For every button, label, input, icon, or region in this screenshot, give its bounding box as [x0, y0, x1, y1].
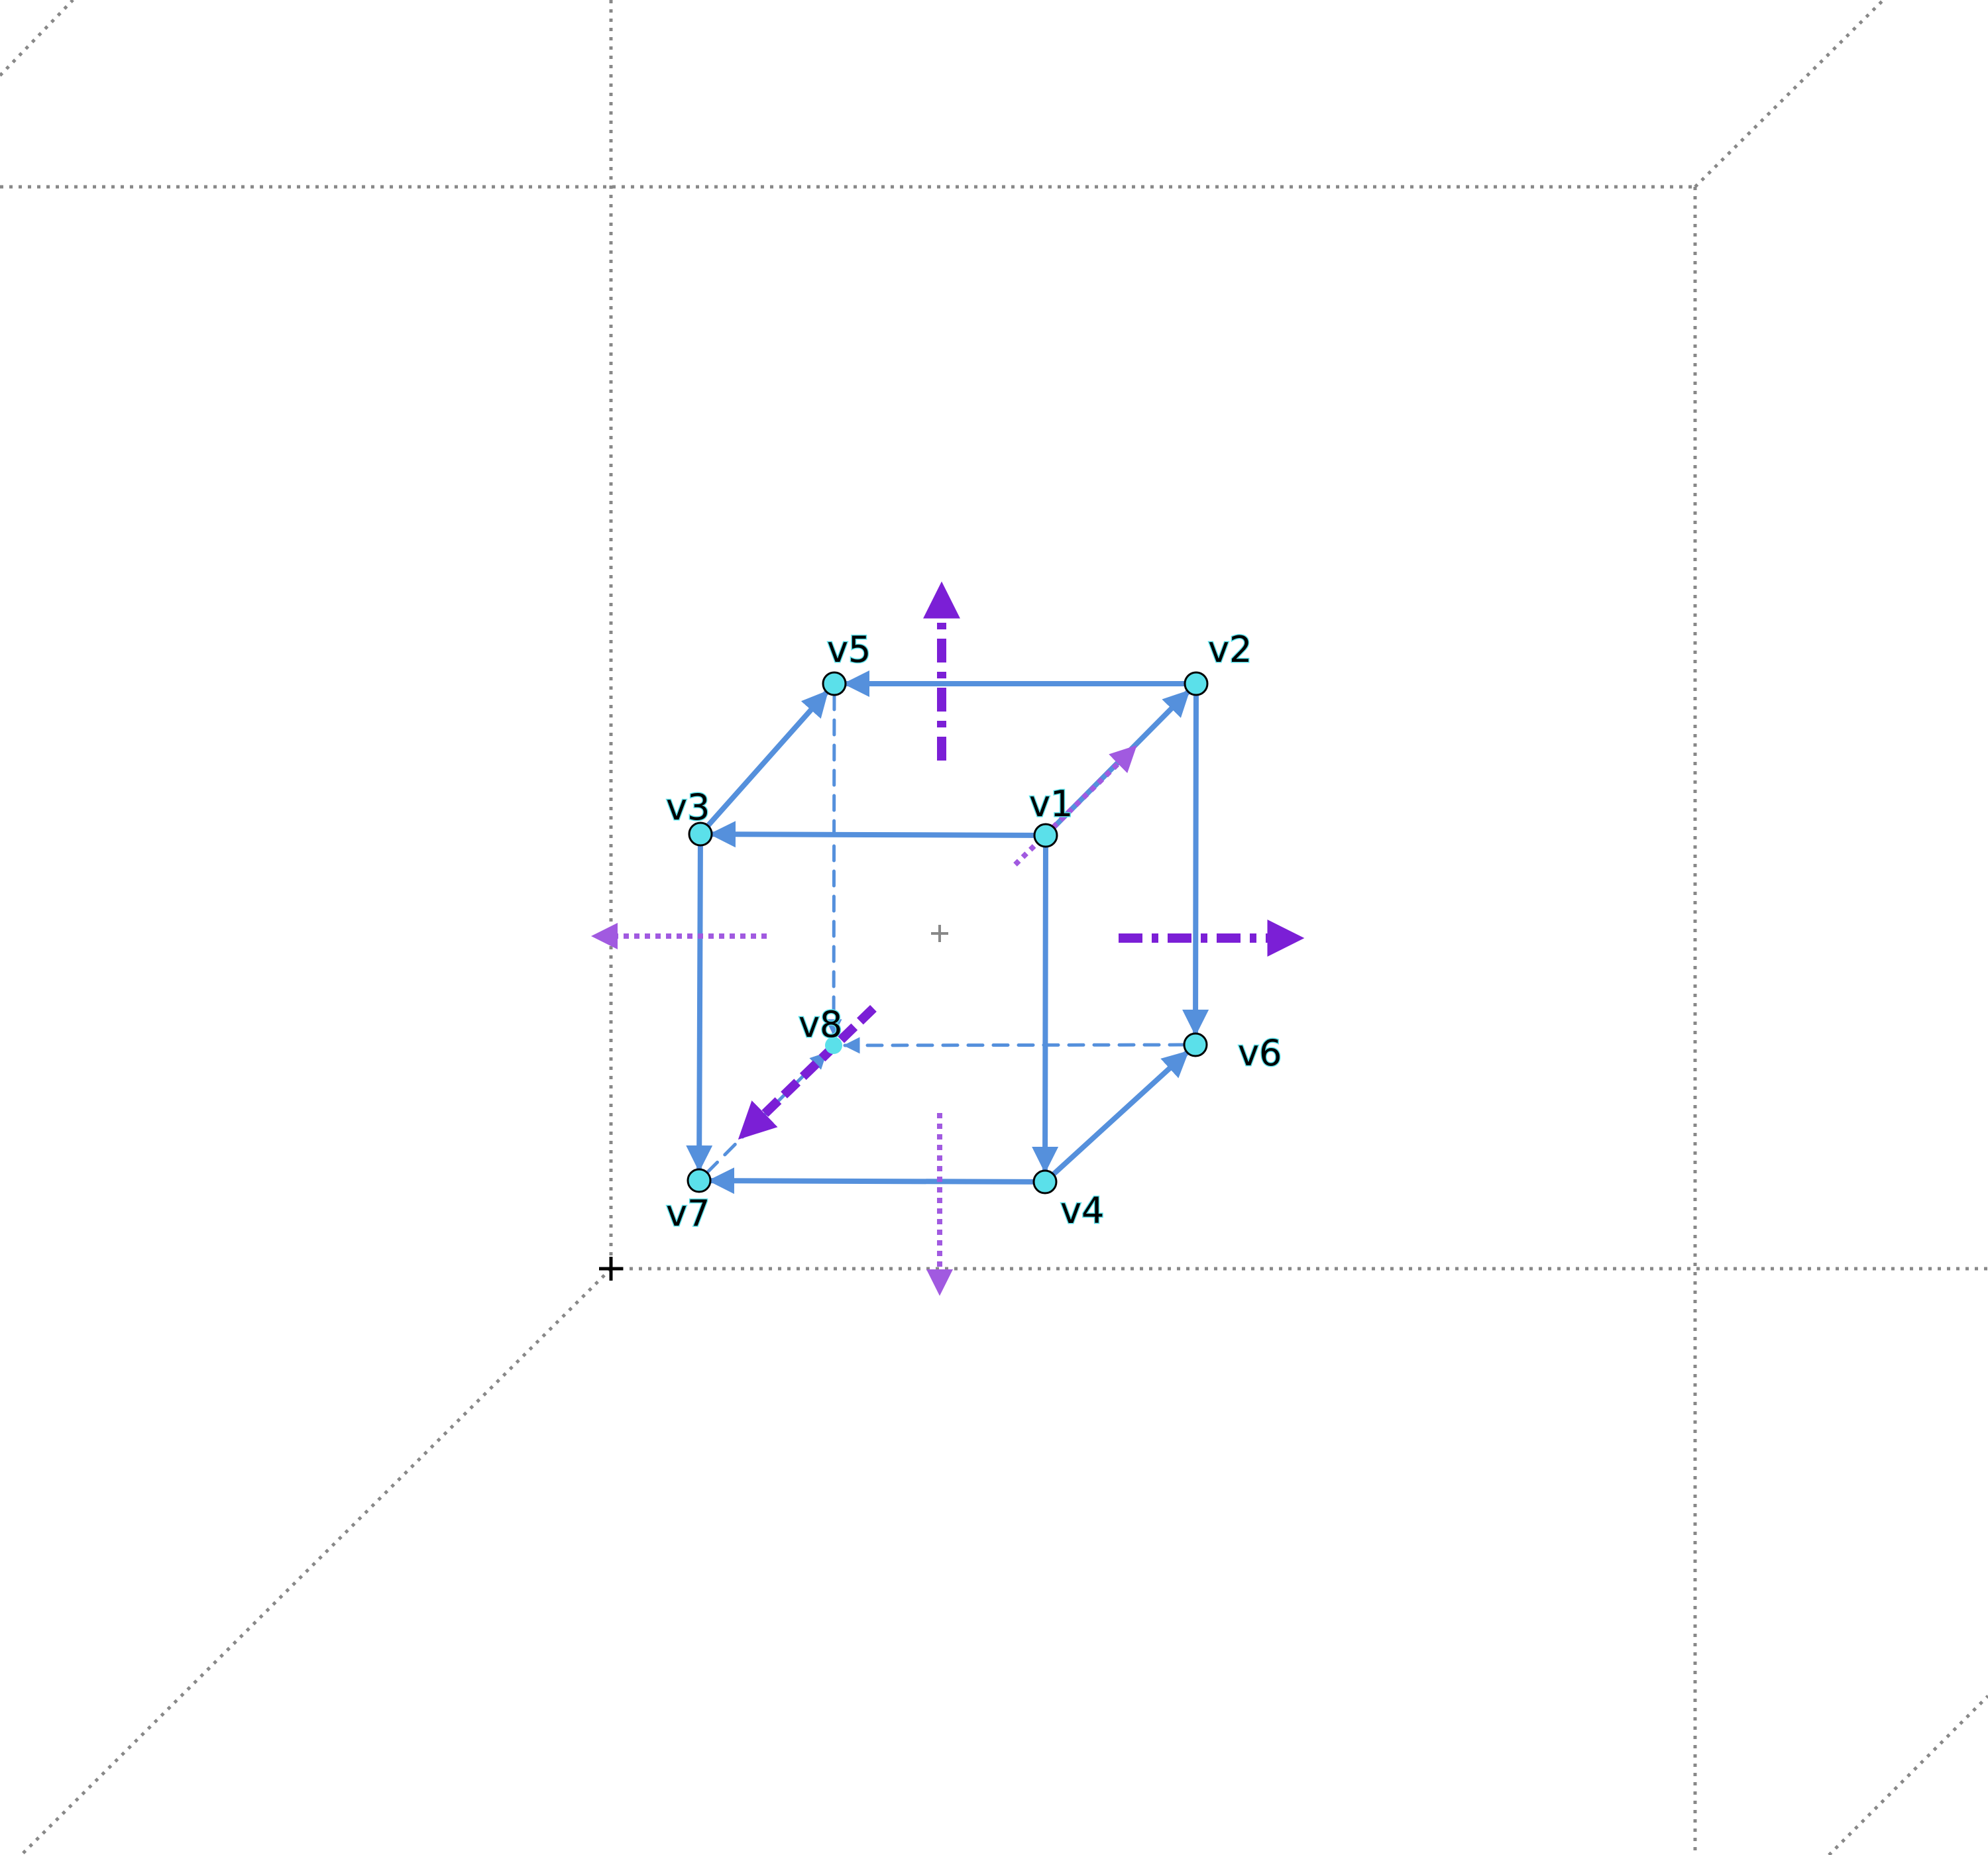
- grid-diagonal-bottom-right: [1828, 1695, 1988, 1855]
- edge-v4-v7: [707, 1167, 1037, 1194]
- vertex-v2: [1184, 671, 1209, 696]
- grid-diagonal-bottom-left: [20, 1267, 612, 1855]
- vertex-v3: [688, 822, 713, 847]
- vertex-label-v4: v4: [1060, 1190, 1104, 1232]
- edge-v4-v6: [1050, 1049, 1190, 1177]
- edge-v3-v7: [686, 842, 713, 1173]
- vertex-label-v8: v8: [799, 1004, 842, 1045]
- grid-diagonal-top-left: [0, 0, 74, 77]
- edge-v1-v4: [1032, 844, 1059, 1173]
- vertex-v6: [1183, 1032, 1208, 1057]
- vertex-v1: [1033, 823, 1058, 848]
- vertex-labels: v1 v2 v3 v4 v5 v6 v7 v8: [665, 628, 1283, 1236]
- normal-back: [1013, 745, 1137, 867]
- origin-marker: [599, 1257, 623, 1281]
- center-mark: [931, 925, 948, 942]
- edge-v2-v6: [1182, 692, 1209, 1036]
- vertex-v8: [825, 1037, 842, 1054]
- edge-v1-v2: [1050, 689, 1191, 830]
- edges: [686, 670, 1209, 1194]
- face-normals: [591, 581, 1305, 1296]
- vertex-v5: [822, 671, 847, 696]
- edge-v1-v3: [708, 821, 1038, 848]
- vertex-label-v6: v6: [1238, 1032, 1282, 1074]
- edge-v3-v5: [705, 689, 830, 829]
- grid-diagonal-top-right: [1694, 0, 1885, 188]
- vertex-label-v2: v2: [1208, 629, 1252, 670]
- vertex-v4: [1032, 1169, 1058, 1194]
- vertex-v7: [687, 1168, 712, 1193]
- vertex-label-v7: v7: [666, 1192, 710, 1234]
- vertex-label-v1: v1: [1029, 783, 1073, 825]
- vertex-label-v5: v5: [827, 629, 871, 670]
- vertex-label-v3: v3: [666, 786, 710, 828]
- vertices: [687, 671, 1209, 1194]
